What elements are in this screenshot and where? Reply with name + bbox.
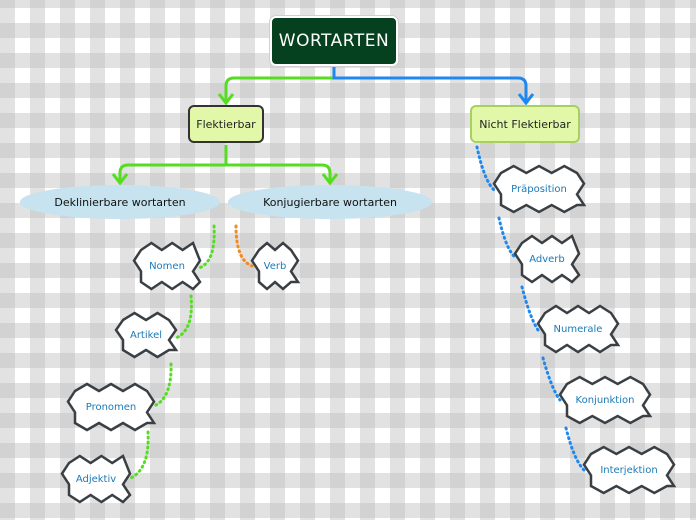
burst-shape: [492, 164, 587, 214]
arrow-head-flektierbar: [217, 93, 235, 106]
connector-praeposition: [475, 145, 496, 192]
leaf-label: Nomen: [149, 260, 185, 272]
arrow-head-konjugierbar: [321, 173, 339, 186]
burst-outline: [66, 382, 157, 432]
leaf-node-konjunktion[interactable]: Konjunktion: [558, 375, 653, 425]
subcategory-node-konjugierbar[interactable]: Konjugierbare wortarten: [228, 185, 432, 219]
burst-outline: [132, 241, 202, 291]
burst-shape: [536, 304, 621, 354]
burst-shape: [513, 234, 581, 284]
burst-outline: [114, 311, 179, 359]
burst-shape: [66, 382, 157, 432]
leaf-node-artikel[interactable]: Artikel: [114, 311, 179, 359]
subcategory-label: Deklinierbare wortarten: [54, 195, 186, 209]
burst-shape: [114, 311, 179, 359]
root-node-wortarten[interactable]: WORTARTEN: [270, 16, 398, 66]
burst-shape: [558, 375, 653, 425]
connector-pronomen: [152, 362, 173, 408]
leaf-node-interjektion[interactable]: Interjektion: [582, 445, 677, 495]
leaf-label: Artikel: [129, 329, 163, 341]
burst-shape: [132, 241, 202, 291]
burst-outline: [558, 375, 653, 425]
connector-adverb: [497, 216, 518, 260]
subcategory-label: Konjugierbare wortarten: [263, 195, 397, 209]
category-node-nicht-flektierbar[interactable]: Nicht Flektierbar: [470, 105, 580, 143]
leaf-label: Präposition: [511, 183, 567, 195]
leaf-label: Adjektiv: [75, 473, 117, 485]
leaf-node-verb[interactable]: Verb: [250, 241, 301, 291]
connector-adjektiv: [129, 430, 150, 480]
burst-outline: [582, 445, 677, 495]
connector-numerale: [520, 285, 540, 332]
category-label: Nicht Flektierbar: [479, 117, 571, 131]
burst-outline: [513, 234, 581, 284]
connector-artikel: [174, 294, 193, 340]
root-label: WORTARTEN: [278, 31, 390, 51]
connector-flektierbar-split: [118, 145, 332, 182]
leaf-node-pronomen[interactable]: Pronomen: [66, 382, 157, 432]
leaf-label: Verb: [263, 260, 287, 272]
leaf-label: Pronomen: [85, 401, 137, 413]
connector-nomen: [197, 224, 216, 270]
burst-outline: [536, 304, 621, 354]
connector-root-nicht-flektierbar: [332, 66, 528, 102]
connector-interjektion: [564, 426, 586, 472]
connector-verb: [234, 224, 254, 268]
leaf-label: Adverb: [529, 253, 565, 265]
leaf-label: Numerale: [553, 323, 603, 335]
category-label: Flektierbar: [196, 117, 256, 131]
burst-shape: [60, 454, 132, 504]
leaf-node-adjektiv[interactable]: Adjektiv: [60, 454, 132, 504]
burst-shape: [250, 241, 301, 291]
arrow-head-deklinierbar: [111, 173, 129, 186]
category-node-flektierbar[interactable]: Flektierbar: [188, 105, 264, 143]
leaf-node-numerale[interactable]: Numerale: [536, 304, 621, 354]
subcategory-node-deklinierbar[interactable]: Deklinierbare wortarten: [20, 185, 220, 219]
connector-root-flektierbar: [224, 76, 334, 102]
leaf-node-adverb[interactable]: Adverb: [513, 234, 581, 284]
burst-shape: [582, 445, 677, 495]
leaf-label: Konjunktion: [575, 394, 635, 406]
leaf-node-praeposition[interactable]: Präposition: [492, 164, 587, 214]
leaf-label: Interjektion: [600, 464, 658, 476]
burst-outline: [492, 164, 587, 214]
leaf-node-nomen[interactable]: Nomen: [132, 241, 202, 291]
burst-outline: [250, 241, 301, 291]
connector-konjunktion: [541, 356, 562, 402]
arrow-head-nicht-flektierbar: [517, 93, 535, 106]
burst-outline: [60, 454, 132, 504]
